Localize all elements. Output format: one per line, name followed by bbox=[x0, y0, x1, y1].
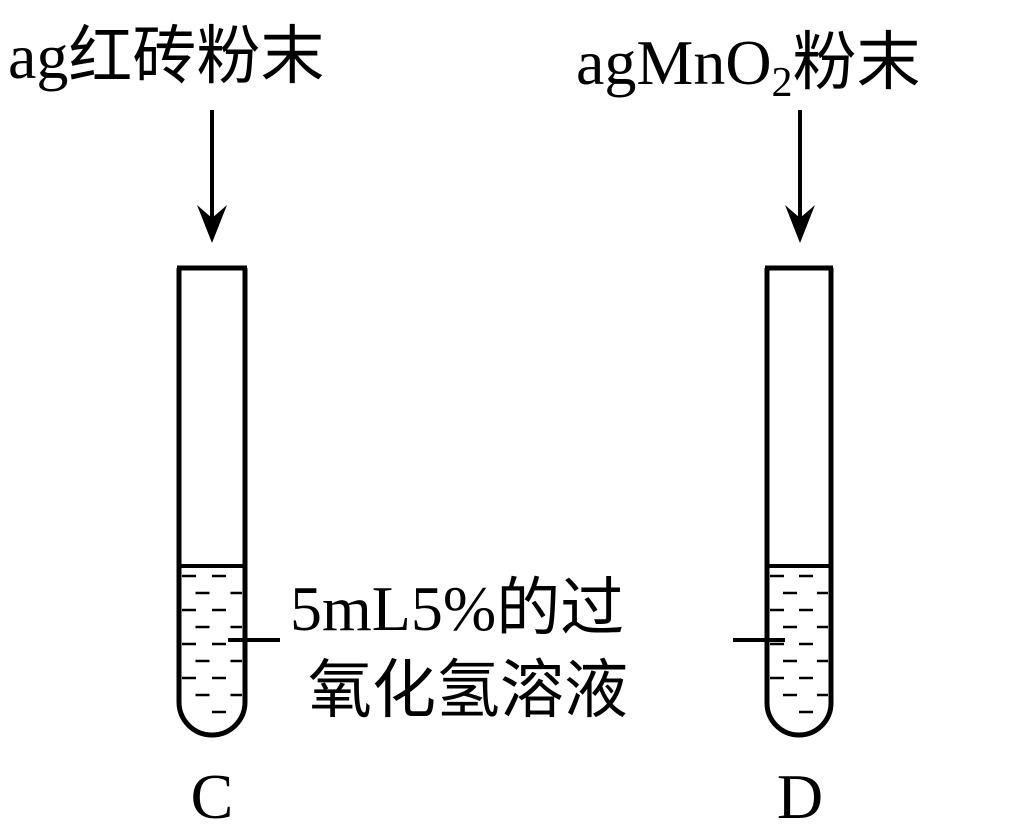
solution-label-line1: 5mL5%的过 bbox=[290, 573, 624, 644]
solution-label-line2: 氧化氢溶液 bbox=[308, 655, 628, 726]
tube-body bbox=[764, 268, 834, 738]
left-reagent-label: ag红砖粉末 bbox=[8, 21, 324, 92]
tube-c-label: C bbox=[191, 761, 234, 831]
right-reagent-label: agMnO2粉末 bbox=[576, 27, 921, 106]
right-arrow-icon bbox=[785, 110, 815, 243]
tube-d-label: D bbox=[777, 761, 823, 831]
test-tube-d bbox=[764, 265, 834, 738]
tube-body bbox=[176, 268, 248, 738]
test-tube-c bbox=[176, 265, 248, 738]
left-arrow-icon bbox=[197, 110, 227, 243]
